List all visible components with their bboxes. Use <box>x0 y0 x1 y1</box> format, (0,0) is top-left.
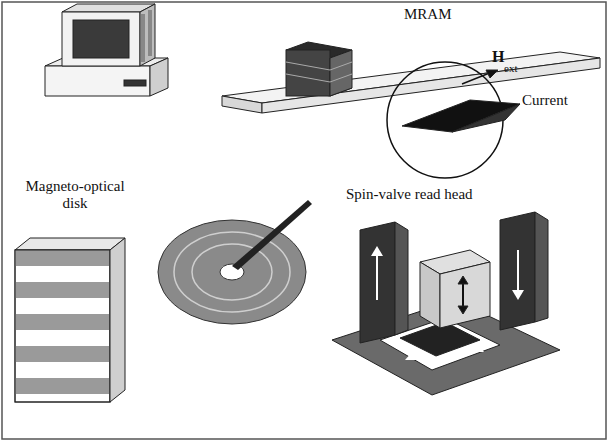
device-label: MRAM <box>404 6 452 23</box>
device-label: Spin-valve read head <box>346 186 473 203</box>
mram-device <box>222 42 600 178</box>
layered-stack <box>15 238 125 402</box>
frame <box>2 2 606 439</box>
field-subscript: ext <box>504 60 517 77</box>
computer-icon <box>45 4 168 96</box>
current-label: Current <box>522 92 568 109</box>
optical-disk <box>158 200 312 324</box>
device-label: Magneto-optical disk <box>16 178 134 212</box>
read-head <box>332 212 560 395</box>
